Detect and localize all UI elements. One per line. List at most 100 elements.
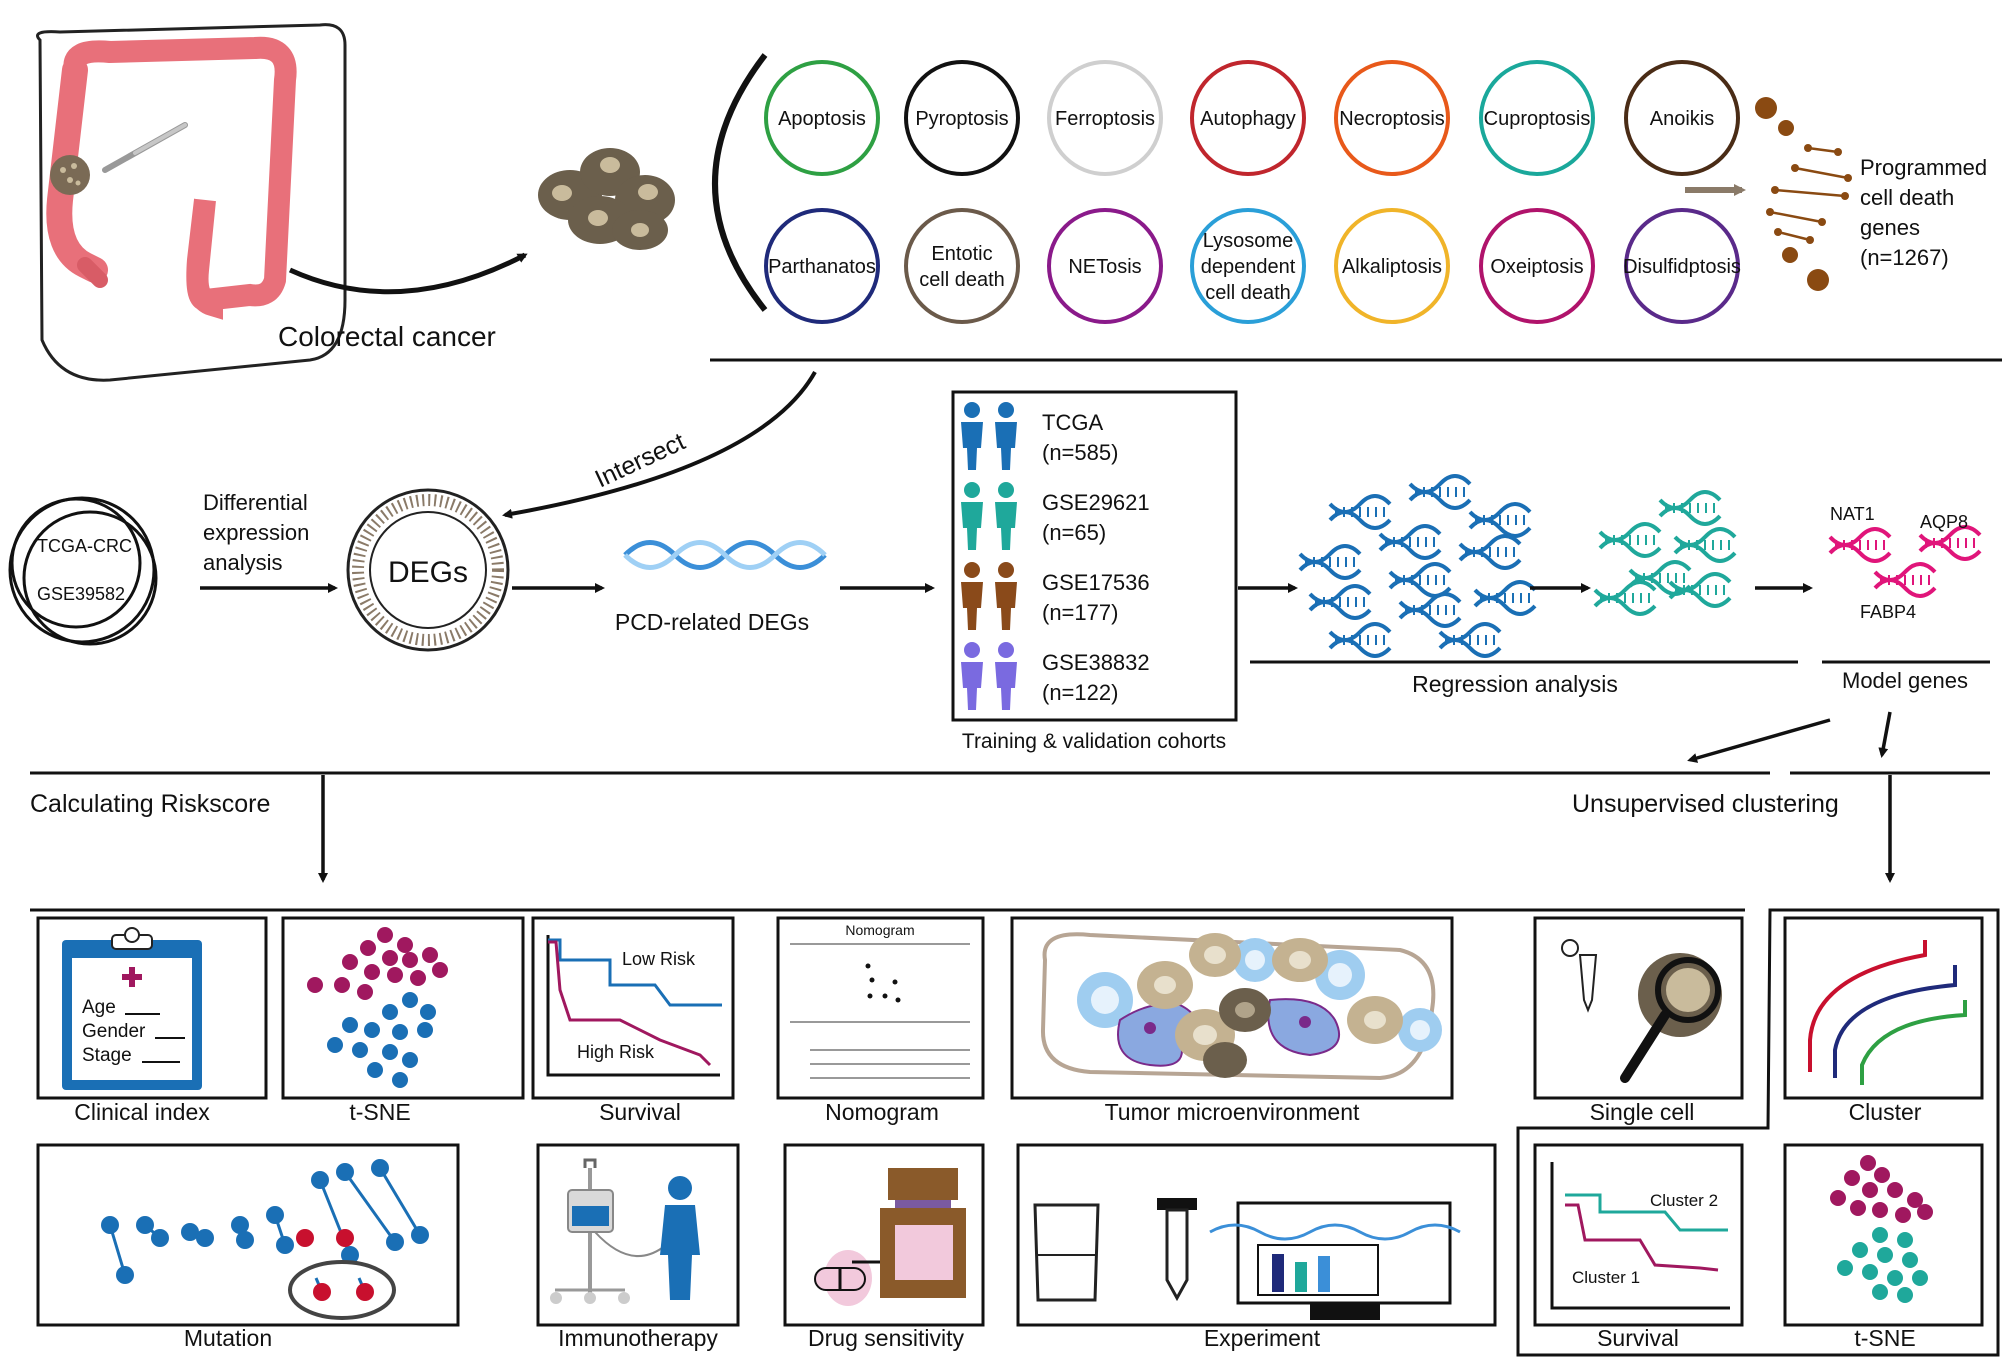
dna-icon [1398, 592, 1462, 628]
cohort-name: GSE38832 [1042, 650, 1150, 675]
dna-icon [1458, 534, 1522, 570]
tsne2-label: t-SNE [1854, 1325, 1915, 1351]
dna-icon [1658, 490, 1722, 526]
pcd-type-label: Apoptosis [778, 108, 866, 130]
pcd-degs-label: PCD-related DEGs [615, 609, 809, 635]
tsne-point [417, 1022, 433, 1038]
tsne-point [1830, 1190, 1846, 1206]
tsne-point [364, 964, 380, 980]
tsne-point [334, 977, 350, 993]
mutation-point [196, 1229, 214, 1247]
mutation-point [411, 1226, 429, 1244]
model-gene-fabp4: FABP4 [1860, 602, 1916, 622]
tsne-point [1912, 1270, 1928, 1286]
person-icon [964, 642, 980, 658]
mutation-point [313, 1283, 331, 1301]
person-icon [964, 402, 980, 418]
tsne-point [1837, 1260, 1853, 1276]
person-icon [998, 402, 1014, 418]
pcd-type-5: Necroptosis [1334, 60, 1450, 176]
arrow-model-to-risk [1687, 718, 1831, 763]
colon-icon [63, 36, 297, 320]
tsne2-panel [1783, 1143, 1984, 1327]
immunotherapy-label: Immunotherapy [558, 1325, 718, 1351]
venn-label-1: TCGA-CRC [37, 536, 132, 556]
pcd-type-label: Pyroptosis [915, 108, 1008, 130]
pcd-type-label: Autophagy [1200, 108, 1296, 130]
dna-icon [1473, 580, 1537, 616]
survival-panel [531, 916, 735, 1100]
tsne-point [422, 947, 438, 963]
tsne-point [342, 1017, 358, 1033]
pcd-type-7: Anoikis [1624, 60, 1740, 176]
mutation-point [236, 1231, 254, 1249]
regression-label: Regression analysis [1412, 671, 1618, 697]
cohort-item: GSE29621(n=65) [961, 482, 1150, 550]
pcd-type-label: Alkaliptosis [1342, 256, 1442, 278]
tsne-point [397, 937, 413, 953]
drug-bottle-icon [814, 1168, 966, 1306]
tsne-point [1850, 1200, 1866, 1216]
pcd-type-label: NETosis [1068, 256, 1141, 278]
tsne-point [1887, 1270, 1903, 1286]
regression-genes-teal [1593, 490, 1737, 616]
diff-expr-label: Differential expression analysis [203, 490, 316, 575]
cohorts-caption: Training & validation cohorts [962, 730, 1226, 753]
experiment-label: Experiment [1204, 1325, 1321, 1351]
survival2-plot [1550, 1162, 1730, 1310]
mutation-point [336, 1229, 354, 1247]
colon-panel [36, 23, 347, 382]
tme-icon [1040, 932, 1442, 1081]
regression-genes-blue [1298, 474, 1537, 658]
pcd-type-label: Parthanatos [768, 256, 876, 278]
cluster1-label: Cluster 1 [1572, 1268, 1640, 1287]
dna-icon [623, 540, 827, 570]
tsne-point [307, 977, 323, 993]
tsne-point [392, 1024, 408, 1040]
arrow-colon-to-tumor [288, 252, 528, 295]
mutation-point [311, 1171, 329, 1189]
tsne-point [1860, 1155, 1876, 1171]
clinical-field-age: Age [82, 997, 116, 1018]
pcd-type-label: Ferroptosis [1055, 108, 1155, 130]
cohort-size: (n=177) [1042, 600, 1118, 625]
mutation-point [116, 1266, 134, 1284]
tsne-point [357, 984, 373, 1000]
tsne-point [342, 954, 358, 970]
mutation-point [296, 1229, 314, 1247]
tsne-point [1897, 1232, 1913, 1248]
cohort-name: GSE17536 [1042, 570, 1150, 595]
tsne-point [1917, 1204, 1933, 1220]
tsne-point [402, 952, 418, 968]
pcd-type-1: Apoptosis [764, 60, 880, 176]
pcd-type-label: cell death [919, 269, 1005, 291]
pcd-row-1: Apoptosis Pyroptosis Ferroptosis Autophagy N… [764, 60, 1740, 176]
mutation-point [371, 1159, 389, 1177]
tsne-point [1895, 1207, 1911, 1223]
survival-label: Survival [599, 1099, 681, 1125]
nomogram-label: Nomogram [825, 1099, 939, 1125]
clinical-label: Clinical index [74, 1099, 210, 1125]
cluster-label: Cluster [1849, 1099, 1922, 1125]
pcd-type-14: Disulfidptosis [1623, 208, 1741, 324]
mutation-plot [101, 1159, 429, 1320]
colon-tumor-icon [50, 155, 90, 195]
tme-label: Tumor microenvironment [1105, 1099, 1360, 1125]
low-risk-label: Low Risk [622, 949, 696, 969]
pcd-type-label: Disulfidptosis [1623, 256, 1741, 278]
cohort-item: TCGA(n=585) [961, 402, 1118, 470]
cancer-label: Colorectal cancer [278, 321, 496, 352]
tsne2-plot [1830, 1155, 1933, 1303]
mutation-label: Mutation [184, 1325, 272, 1351]
pcd-type-8: Parthanatos [764, 208, 880, 324]
tsne-point [1862, 1264, 1878, 1280]
tsne-point [1874, 1167, 1890, 1183]
tsne-point [367, 1062, 383, 1078]
mutation-point [276, 1236, 294, 1254]
pcd-type-label: cell death [1205, 282, 1291, 304]
dna-icon [1408, 474, 1472, 510]
dna-icon [1828, 527, 1892, 563]
